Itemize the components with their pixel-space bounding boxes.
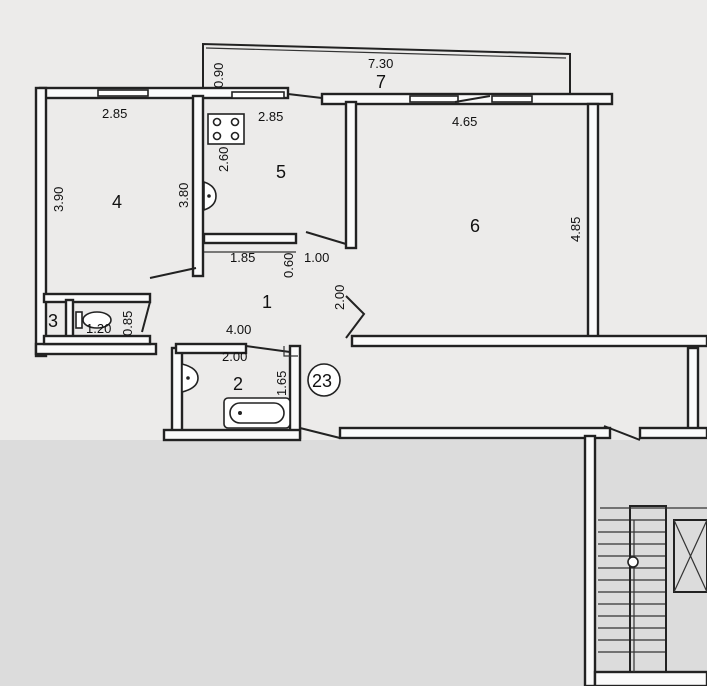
door-wc — [141, 301, 151, 333]
wall-bath-top — [174, 342, 248, 355]
window-room4 — [97, 89, 149, 97]
door-entry — [299, 427, 341, 439]
wall-stair-bottom — [593, 670, 707, 686]
dim-balcony-depth: 0.90 — [211, 63, 226, 88]
window-room5 — [231, 91, 285, 99]
wall-bath-left — [170, 346, 184, 440]
door-room4 — [149, 267, 197, 279]
wall-room4-room5 — [191, 94, 205, 278]
apartment-number: 23 — [312, 371, 332, 391]
door-corridor — [603, 425, 641, 441]
wall-corridor-bottom-right — [638, 426, 707, 440]
dim-wc-depth: 0.85 — [120, 311, 135, 336]
wall-left — [34, 86, 48, 358]
dim-room4-left-height: 3.90 — [51, 187, 66, 212]
balcony-rail-inner — [205, 47, 567, 59]
kitchen-sink-icon — [203, 180, 217, 212]
door-room6 — [345, 295, 366, 339]
wall-corridor-bottom — [338, 426, 612, 440]
dim-hall-right-height: 2.00 — [332, 285, 347, 310]
dim-hall-closet-width: 1.85 — [230, 250, 255, 265]
room-label-3: 3 — [48, 311, 58, 331]
windows — [97, 89, 533, 103]
elevator-shaft — [673, 519, 707, 593]
wall-wc-mid — [64, 298, 75, 340]
stove-icon — [207, 113, 245, 145]
door-jamb — [283, 346, 298, 357]
toilet-icon — [75, 311, 112, 329]
door-balcony-5 — [287, 93, 323, 99]
dimension-labels: 7.30 0.90 2.85 3.90 3.80 2.85 2.60 4.65 … — [51, 56, 583, 396]
wall-hall-closet — [202, 232, 298, 245]
dim-hall-closet-depth: 0.60 — [281, 253, 296, 278]
window-room6-b — [491, 95, 533, 103]
elevator-cross — [673, 519, 707, 593]
dim-bath-width: 2.00 — [222, 349, 247, 364]
dim-room5-width: 2.85 — [258, 109, 283, 124]
door-room5 — [305, 231, 347, 245]
dim-hall-length: 4.00 — [226, 322, 251, 337]
room-label-5: 5 — [276, 162, 286, 182]
wall-room6-bottom — [350, 334, 707, 348]
stair-rail — [629, 505, 667, 673]
paper-shadow — [0, 440, 707, 686]
dim-room6-height: 4.85 — [568, 217, 583, 242]
room-label-2: 2 — [233, 374, 243, 394]
dim-room6-width: 4.65 — [452, 114, 477, 129]
balcony-rail — [202, 42, 571, 98]
wall-bath-bottom — [162, 428, 302, 442]
dim-balcony-length: 7.30 — [368, 56, 393, 71]
doors — [141, 93, 641, 441]
wall-room6-right — [586, 102, 600, 342]
bath-sink-icon — [181, 362, 199, 394]
dim-hall-right-width: 1.00 — [304, 250, 329, 265]
walls — [34, 86, 707, 686]
wall-bottom-left — [34, 342, 158, 356]
fixtures — [75, 113, 341, 429]
wall-stair-left — [583, 434, 597, 686]
room-label-6: 6 — [470, 216, 480, 236]
room-label-4: 4 — [112, 192, 122, 212]
dim-bath-height: 1.65 — [274, 371, 289, 396]
door-balcony-6 — [454, 95, 491, 103]
dim-wc-width: 1.20 — [86, 321, 111, 336]
room-labels: 1 2 3 4 5 6 7 23 — [48, 72, 480, 394]
bathtub-icon — [223, 397, 291, 429]
wall-corridor-right — [686, 346, 700, 438]
stair-post-icon — [627, 556, 639, 568]
dim-room4-width: 2.85 — [102, 106, 127, 121]
wall-wc-bottom — [42, 334, 152, 346]
dim-room4-right-height: 3.80 — [176, 183, 191, 208]
wall-room5-room6 — [344, 100, 358, 250]
door-bath — [245, 345, 291, 353]
window-room6 — [409, 95, 459, 103]
dim-room5-height: 2.60 — [216, 147, 231, 172]
staircase — [598, 505, 707, 673]
apartment-number-circle — [307, 363, 341, 397]
wall-bath-right — [288, 344, 302, 440]
room-label-1: 1 — [262, 292, 272, 312]
room-label-7: 7 — [376, 72, 386, 92]
wall-wc-top — [42, 292, 152, 304]
balcony — [202, 42, 571, 98]
